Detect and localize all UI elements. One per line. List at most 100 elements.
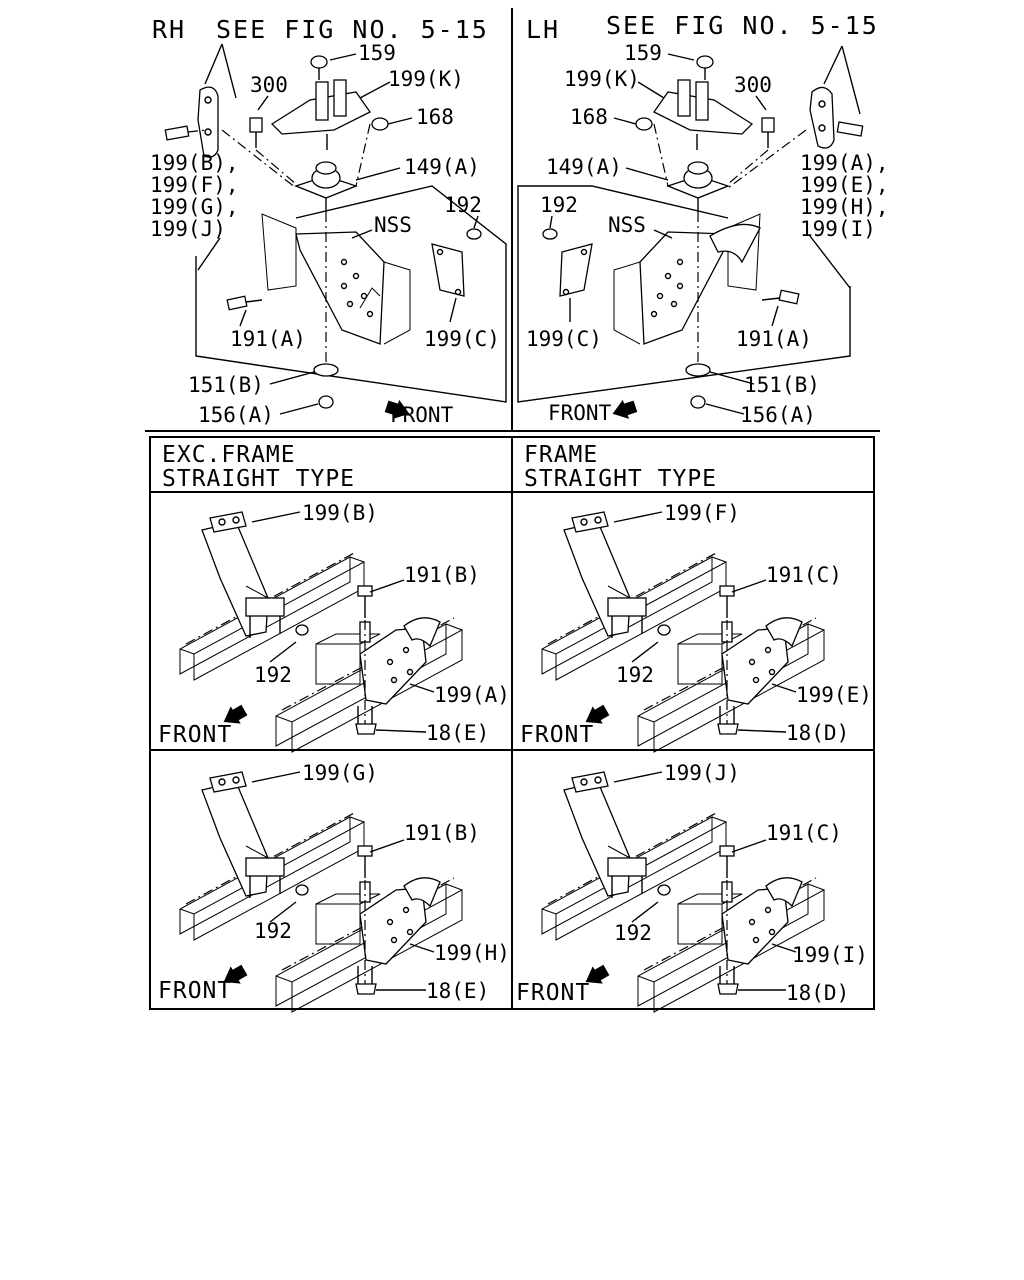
- std-title-line2: STRAIGHT TYPE: [524, 466, 717, 492]
- p2-nut-label: 192: [616, 663, 654, 687]
- p4-bolt-label: 191(C): [766, 821, 842, 845]
- lh-bolt-191a: [761, 289, 800, 305]
- rh-label-156a: 156(A): [198, 403, 274, 427]
- rh-group-leader: [197, 237, 221, 271]
- panel-4-art: [541, 771, 825, 1013]
- lh-bracket-holes: [650, 258, 684, 318]
- lh-nut: [690, 395, 706, 409]
- rh-label-group-3: 199(G),: [150, 195, 239, 219]
- rh-bolt-191a: [226, 295, 263, 311]
- rh-upper-bracket: [249, 55, 389, 150]
- lh-label-group-1: 199(A),: [800, 151, 889, 175]
- lh-label-199k: 199(K): [564, 67, 640, 91]
- panel-4: 199(J) 191(C) 192 199(I) 18(D) FRONT: [516, 761, 868, 1013]
- lh-label-192: 192: [540, 193, 578, 217]
- panel-2-art: [541, 511, 825, 753]
- lh-frame-bracket: [542, 213, 761, 345]
- rh-label-149a: 149(A): [404, 155, 480, 179]
- p1-bolt-label: 191(B): [404, 563, 480, 587]
- rh-leaders: [239, 53, 479, 415]
- lh-label-group-2: 199(E),: [800, 173, 889, 197]
- lh-label-156a: 156(A): [740, 403, 816, 427]
- exc-title-line1: EXC.FRAME: [162, 442, 296, 468]
- lh-label-191a: 191(A): [736, 327, 812, 351]
- p4-bracket-label: 199(J): [664, 761, 740, 785]
- panel-1-art: [179, 511, 463, 753]
- rh-label-192: 192: [444, 193, 482, 217]
- rh-label-front: FRONT: [390, 403, 454, 427]
- rh-label-151b: 151(B): [188, 373, 264, 397]
- rh-label-nss: NSS: [374, 213, 412, 237]
- rh-label-group-1: 199(B),: [150, 151, 239, 175]
- p2-foot-label: 18(D): [786, 721, 849, 745]
- p1-nut-label: 192: [254, 663, 292, 687]
- rh-centerlines: [221, 123, 371, 372]
- p1-front-label: FRONT: [158, 722, 232, 748]
- p2-mount-label: 199(E): [796, 683, 872, 707]
- p2-bolt-label: 191(C): [766, 563, 842, 587]
- lh-group-outline: [517, 185, 851, 403]
- rh-side-plate: [164, 86, 219, 158]
- p3-front-label: FRONT: [158, 978, 232, 1004]
- panel-3-art: [179, 771, 463, 1013]
- lh-side-plate: [809, 86, 864, 149]
- exc-title-line2: STRAIGHT TYPE: [162, 466, 355, 492]
- p3-foot-label: 18(E): [426, 979, 489, 1003]
- p4-foot-label: 18(D): [786, 981, 849, 1005]
- lh-label-nss: NSS: [608, 213, 646, 237]
- rh-side-label: RH: [152, 15, 186, 44]
- lh-label-group-4: 199(I): [800, 217, 876, 241]
- lh-leaders: [549, 53, 851, 415]
- rh-label-199c: 199(C): [424, 327, 500, 351]
- panel-1: 199(B) 191(B) 192 199(A) 18(E) FRONT: [158, 501, 510, 753]
- lh-label-168: 168: [570, 105, 608, 129]
- lh-label-front: FRONT: [548, 401, 612, 425]
- rh-label-191a: 191(A): [230, 327, 306, 351]
- rh-washer: [313, 363, 339, 377]
- rh-label-300: 300: [250, 73, 288, 97]
- p4-mount-label: 199(I): [792, 943, 868, 967]
- rh-label-168: 168: [416, 105, 454, 129]
- lh-front-arrow: [612, 399, 638, 419]
- rh-bracket-holes: [340, 258, 374, 318]
- lh-upper-bracket: [635, 55, 775, 150]
- std-title-line1: FRAME: [524, 442, 598, 468]
- rh-reference-arrows: [204, 43, 237, 99]
- panel-2: 199(F) 191(C) 192 199(E) 18(D) FRONT: [520, 501, 872, 753]
- lh-label-151b: 151(B): [744, 373, 820, 397]
- p1-foot-label: 18(E): [426, 721, 489, 745]
- lh-centerlines: [653, 123, 807, 372]
- lh-rubber-mount: [666, 161, 730, 212]
- lh-label-149a: 149(A): [546, 155, 622, 179]
- lh-side-label: LH: [526, 15, 560, 44]
- bottom-grid: [149, 436, 875, 1010]
- rh-see-fig-label: SEE FIG NO. 5-15: [216, 15, 489, 44]
- rh-label-199k: 199(K): [388, 67, 464, 91]
- rh-label-group-2: 199(F),: [150, 173, 239, 197]
- rh-label-group-4: 199(J): [150, 217, 226, 241]
- rh-label-159: 159: [358, 41, 396, 65]
- lh-label-159: 159: [624, 41, 662, 65]
- rh-group-outline: [195, 185, 507, 403]
- rh-nut: [318, 395, 334, 409]
- lh-label-300: 300: [734, 73, 772, 97]
- lh-label-group-3: 199(H),: [800, 195, 889, 219]
- p4-front-label: FRONT: [516, 980, 590, 1006]
- rh-front-arrow: [384, 399, 410, 419]
- lh-washer: [685, 363, 711, 377]
- p3-mount-label: 199(H): [434, 941, 510, 965]
- p3-nut-label: 192: [254, 919, 292, 943]
- p4-nut-label: 192: [614, 921, 652, 945]
- lh-label-199c: 199(C): [526, 327, 602, 351]
- p1-bracket-label: 199(B): [302, 501, 378, 525]
- rh-frame-bracket: [261, 213, 482, 345]
- p1-mount-label: 199(A): [434, 683, 510, 707]
- p2-front-label: FRONT: [520, 722, 594, 748]
- p2-bracket-label: 199(F): [664, 501, 740, 525]
- lh-see-fig-label: SEE FIG NO. 5-15: [606, 11, 879, 40]
- lh-reference-arrows: [823, 45, 861, 115]
- panel-3: 199(G) 191(B) 192 199(H) 18(E) FRONT: [158, 761, 510, 1013]
- p3-bolt-label: 191(B): [404, 821, 480, 845]
- p3-bracket-label: 199(G): [302, 761, 378, 785]
